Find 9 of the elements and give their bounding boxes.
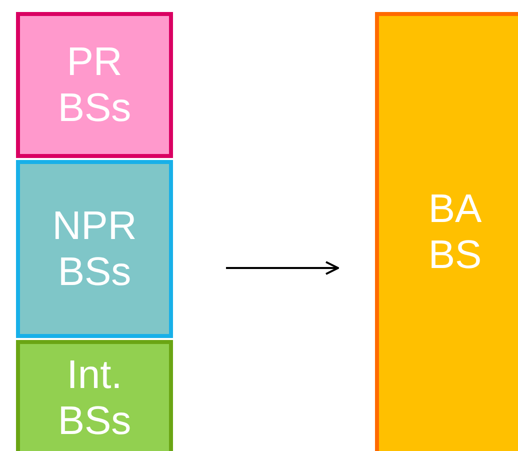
block-label: NPR BSs bbox=[51, 203, 138, 295]
block-label: PR BSs bbox=[56, 39, 132, 131]
block-label: BA BS bbox=[427, 186, 483, 278]
arrow bbox=[226, 261, 339, 275]
block-label: Int. BSs bbox=[56, 352, 132, 444]
block-box bbox=[16, 12, 173, 158]
block-box bbox=[375, 12, 518, 451]
block-box bbox=[16, 160, 173, 338]
block-box bbox=[16, 340, 173, 451]
